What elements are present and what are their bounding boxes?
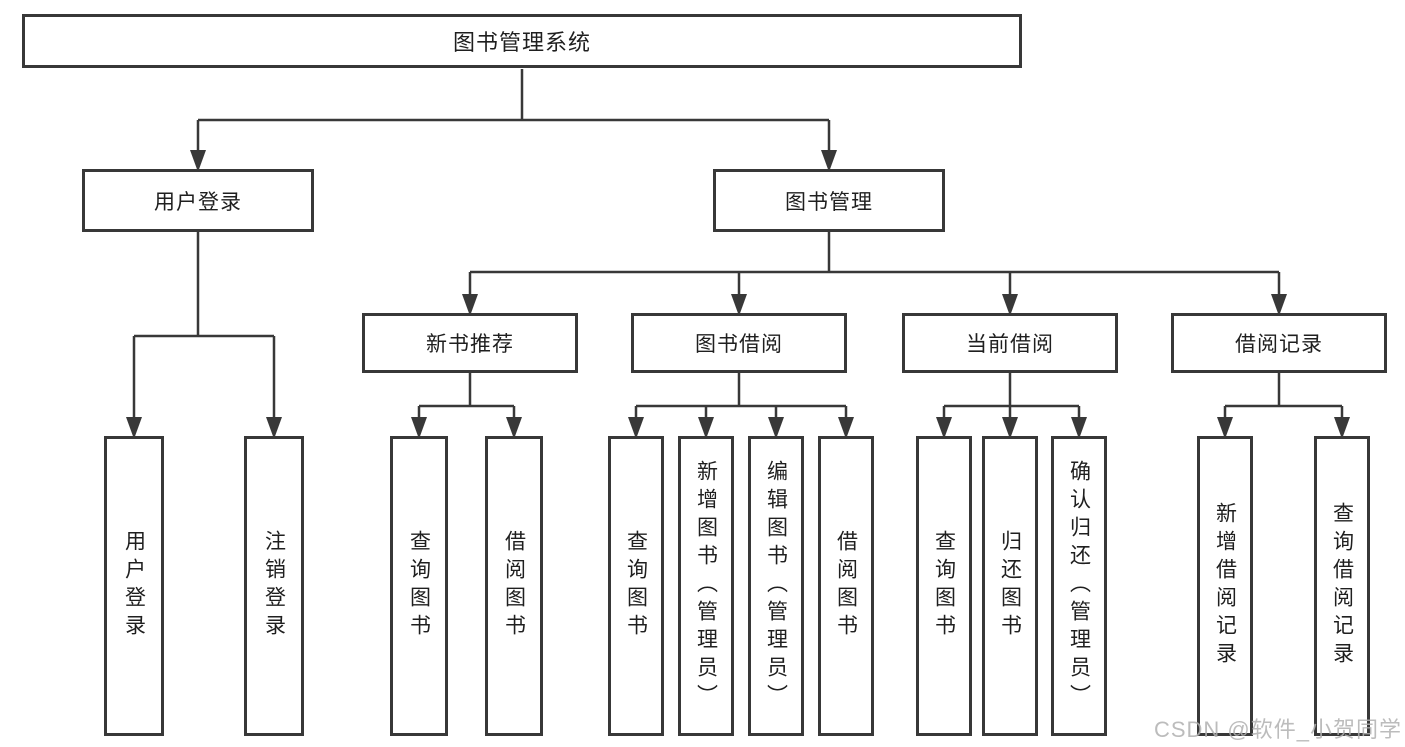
node-label: 注销登录 [262,530,286,642]
node-new-book-recommendation: 新书推荐 [362,313,578,373]
node-label: 查询图书 [407,530,431,642]
node-label: 图书借阅 [695,333,783,356]
node-book-management: 图书管理 [713,169,945,232]
leaf-logout: 注销登录 [244,436,304,736]
node-label: 查询图书 [932,530,956,642]
connector-new-book-to-leaves [417,373,516,419]
connector-root-to-level2 [196,69,831,152]
csdn-watermark: CSDN @软件_小贺同学 [1153,717,1402,742]
node-label: 新增借阅记录 [1213,502,1237,670]
node-label: 图书管理系统 [452,30,591,55]
leaf-borrow-books-recommend: 借阅图书 [485,436,543,736]
node-label: 新增图书（管理员） [694,460,718,712]
connector-borrow-records-to-leaves [1223,373,1344,419]
node-current-borrowing: 当前借阅 [902,313,1118,373]
node-label: 归还图书 [998,530,1022,642]
leaf-add-book-admin: 新增图书（管理员） [678,436,734,736]
node-label: 查询图书 [624,530,648,642]
leaf-query-books-recommend: 查询图书 [390,436,448,736]
node-borrowing-records: 借阅记录 [1171,313,1387,373]
node-label: 查询借阅记录 [1330,502,1354,670]
node-label: 新书推荐 [426,333,514,356]
node-label: 借阅记录 [1235,333,1323,356]
node-label: 借阅图书 [834,530,858,642]
connector-current-borrow-to-leaves [942,373,1081,419]
node-library-management-system: 图书管理系统 [22,14,1022,68]
leaf-user-login: 用户登录 [104,436,164,736]
connector-user-login-to-leaves [132,232,276,419]
node-book-borrowing: 图书借阅 [631,313,847,373]
node-label: 用户登录 [154,190,242,214]
node-label: 确认归还（管理员） [1067,460,1091,712]
node-label: 借阅图书 [502,530,526,642]
leaf-return-books: 归还图书 [982,436,1038,736]
connector-book-mgmt-to-level3 [468,232,1281,296]
leaf-query-books-current: 查询图书 [916,436,972,736]
node-label: 当前借阅 [966,333,1054,356]
connector-book-borrow-to-leaves [634,373,848,419]
node-label: 用户登录 [122,530,146,642]
leaf-borrow-books-borrowing: 借阅图书 [818,436,874,736]
node-label: 图书管理 [785,190,873,214]
node-label: 编辑图书（管理员） [764,460,788,712]
leaf-confirm-return-admin: 确认归还（管理员） [1051,436,1107,736]
leaf-edit-book-admin: 编辑图书（管理员） [748,436,804,736]
leaf-query-books-borrowing: 查询图书 [608,436,664,736]
node-user-login: 用户登录 [82,169,314,232]
leaf-add-borrow-record: 新增借阅记录 [1197,436,1253,736]
leaf-query-borrow-record: 查询借阅记录 [1314,436,1370,736]
